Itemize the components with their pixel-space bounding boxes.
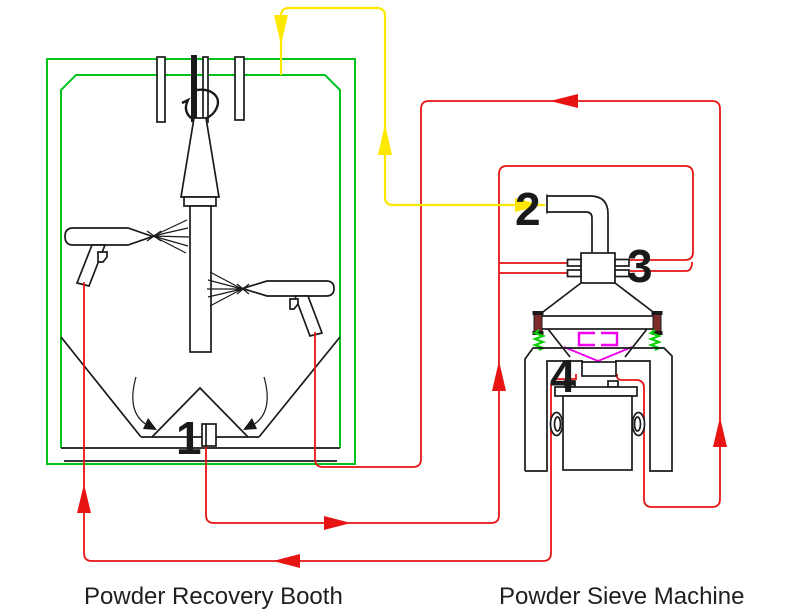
sieve-stand bbox=[524, 347, 673, 472]
sieve-caption: Powder Sieve Machine bbox=[499, 583, 745, 610]
sieve-discharge-box bbox=[581, 361, 617, 377]
red-line-booth-outlet-to-sieve bbox=[205, 165, 694, 530]
yellow-air-line bbox=[274, 6, 545, 212]
booth-hopper bbox=[60, 336, 341, 462]
hanger-rail bbox=[156, 55, 245, 123]
callout-4: 4 bbox=[550, 350, 576, 402]
spray-gun-left bbox=[64, 219, 190, 288]
sieve-lower-cone bbox=[547, 328, 648, 362]
callout-1: 1 bbox=[176, 412, 202, 464]
sieve-upper-cone bbox=[538, 282, 658, 316]
spray-fan-right bbox=[207, 271, 250, 307]
callout-2: 2 bbox=[515, 183, 541, 235]
hanging-workpiece bbox=[179, 117, 221, 353]
sieve-feed-pipe bbox=[546, 194, 609, 253]
booth-enclosure bbox=[46, 58, 356, 465]
red-line-sieve-to-left-gun bbox=[77, 282, 577, 568]
booth-caption: Powder Recovery Booth bbox=[84, 583, 343, 610]
sieve-flange bbox=[532, 311, 663, 335]
spray-fan-left bbox=[146, 219, 190, 254]
callout-3: 3 bbox=[627, 240, 653, 292]
sieve-inlet-box bbox=[566, 252, 630, 284]
spray-gun-right bbox=[207, 271, 335, 338]
booth-outlet-fitting bbox=[201, 423, 217, 447]
vibration-motor bbox=[549, 380, 646, 471]
lifting-hook bbox=[181, 88, 220, 122]
red-line-sieve-to-right-gun bbox=[314, 94, 727, 508]
